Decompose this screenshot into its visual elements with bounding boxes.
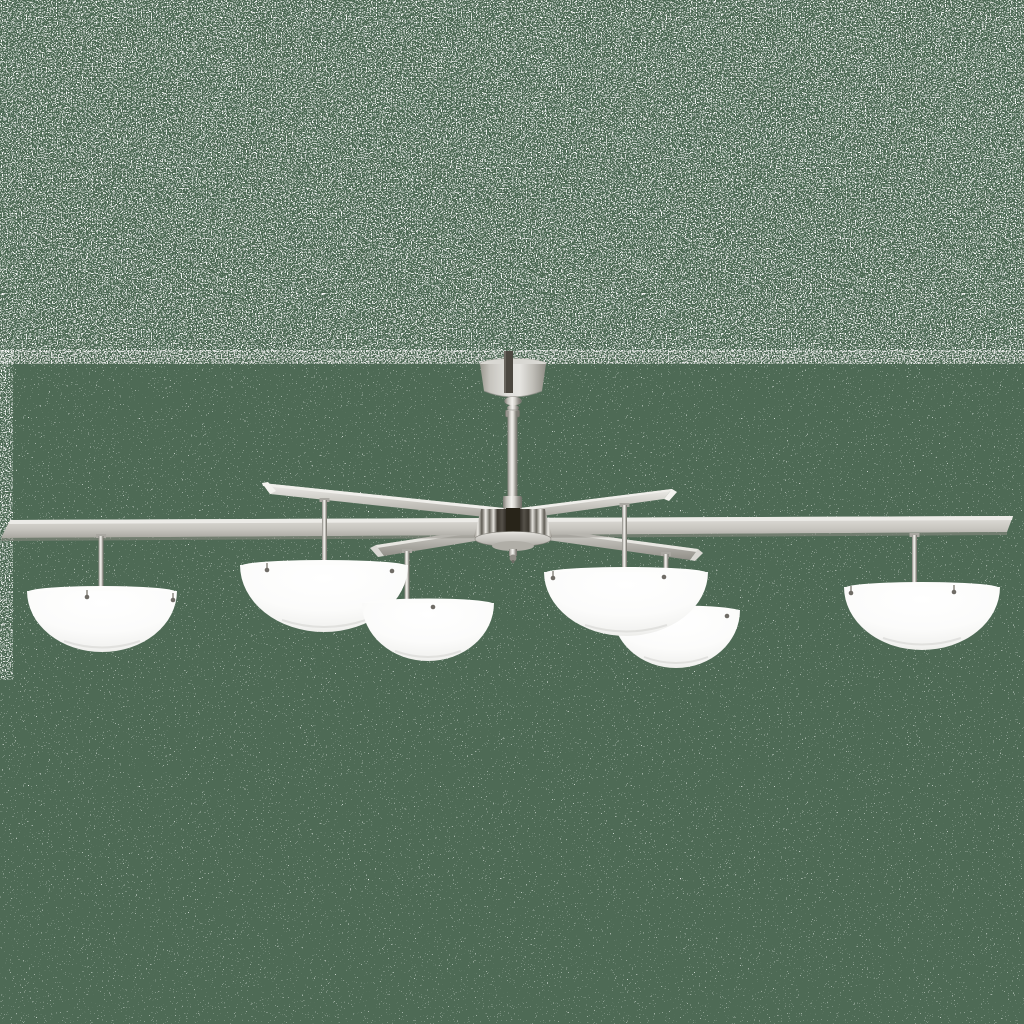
canopy-collar-ring	[507, 404, 519, 412]
shade-clip	[170, 597, 176, 603]
hub-finial	[509, 554, 517, 562]
bowl-shade-1	[27, 586, 177, 652]
shade-clip	[951, 589, 957, 595]
hub-underplate	[492, 541, 534, 551]
canopy-assembly	[479, 351, 547, 412]
bowl-shade-6	[844, 582, 1000, 650]
shade-clip	[724, 613, 730, 619]
drop-rod-4	[622, 505, 627, 575]
downrod	[507, 411, 518, 501]
shade-crease	[281, 619, 367, 628]
drop-rod-3	[404, 551, 410, 606]
bowl-shade-4	[544, 567, 708, 636]
hub-finial-tip	[511, 560, 515, 563]
shade-clips	[84, 563, 957, 619]
clip-pin	[266, 563, 268, 568]
downrod-assembly	[505, 409, 520, 501]
shade-crease	[882, 637, 962, 646]
shade-crease	[643, 656, 709, 664]
shade-crease	[394, 650, 462, 658]
noise-left-strip	[0, 350, 13, 680]
shade-crease	[63, 640, 141, 649]
clip-pin	[953, 585, 955, 590]
hub-core	[506, 508, 520, 538]
clip-pin	[172, 593, 174, 598]
hub-finial-stem	[509, 549, 517, 556]
shade-clip	[550, 575, 556, 581]
noise-top-band	[0, 0, 1024, 352]
canopy-collar-ball	[504, 396, 522, 406]
shade-clip	[264, 567, 270, 573]
shade-clip	[661, 574, 667, 580]
shade-body	[844, 587, 1000, 650]
clip-pin	[86, 590, 88, 595]
ceiling-stem-highlight	[504, 351, 506, 393]
drop-rod-1	[98, 536, 104, 593]
shade-clip	[430, 604, 436, 610]
hub-collar	[503, 496, 522, 509]
bowl-shade-3	[362, 598, 494, 661]
shade-body	[27, 591, 177, 652]
drop-rod-6	[912, 535, 917, 590]
arm-upper-left	[262, 482, 504, 519]
center-hub	[474, 496, 552, 563]
shade-clip	[848, 590, 854, 596]
clip-pin	[552, 571, 554, 576]
ceiling-stem	[504, 351, 513, 393]
drop-rod-2	[322, 500, 327, 568]
shade-body	[362, 603, 494, 661]
shade-crease	[584, 624, 668, 633]
shade-body	[544, 572, 708, 636]
arm-upper-right	[520, 489, 677, 519]
clip-pin	[850, 586, 852, 591]
shade-clip	[84, 594, 90, 600]
shade-clip	[389, 568, 395, 574]
